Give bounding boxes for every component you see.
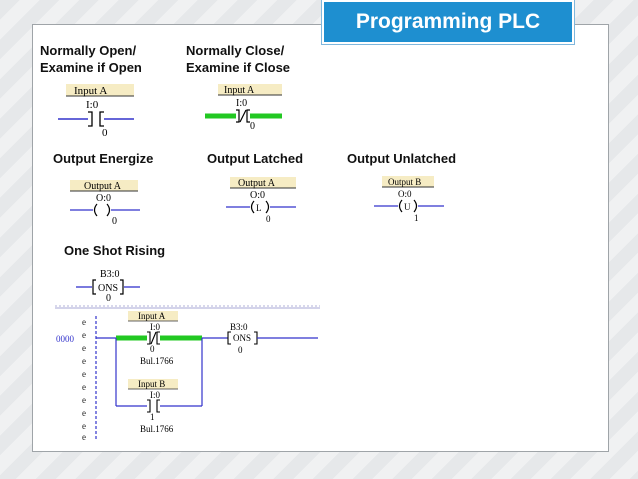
ons-example-bracket-left <box>92 279 96 295</box>
xic-address: I:0 <box>86 99 99 111</box>
rail-mark: e <box>82 421 86 431</box>
otu-coil-left <box>398 199 403 213</box>
rail-mark: e <box>82 408 86 418</box>
label-one-shot-rising: One Shot Rising <box>64 243 166 258</box>
otl-bit: 0 <box>266 214 271 224</box>
otu-tag: Output B <box>388 177 421 187</box>
ote-coil-right <box>106 203 111 217</box>
rung-number: 0000 <box>56 334 75 344</box>
rail-mark: e <box>82 395 86 405</box>
xio-contact-right <box>246 109 250 123</box>
slide-title: Programming PLC <box>322 0 574 44</box>
xic-instruction: Input A I:0 0 <box>58 84 134 139</box>
rail-mark: e <box>82 369 86 379</box>
xio-address: I:0 <box>236 98 247 109</box>
rail-mark: e <box>82 330 86 340</box>
rail-mark: e <box>82 356 86 366</box>
branch-bottom-contact-right <box>156 399 160 413</box>
rail-mark: e <box>82 317 86 327</box>
ons-example-bit: 0 <box>106 293 111 304</box>
xic-bit: 0 <box>102 127 108 139</box>
label-output-unlatched: Output Unlatched <box>347 151 457 166</box>
ons-example-instruction: B3:0 ONS 0 <box>76 269 140 304</box>
otl-tag: Output A <box>238 178 276 189</box>
ons-example-bracket-right <box>120 279 124 295</box>
rail-mark: e <box>82 382 86 392</box>
otl-instruction: Output A O:0 L 0 <box>226 177 296 224</box>
xio-instruction: Input A I:0 0 <box>205 84 282 132</box>
ons-example-address: B3:0 <box>100 269 119 280</box>
branch-top-module: Bul.1766 <box>140 356 174 366</box>
ons-bracket-right <box>254 331 258 345</box>
ons-mnemonic: ONS <box>233 333 251 343</box>
xio-contact-left <box>236 109 240 123</box>
otl-coil-left <box>250 200 255 214</box>
ote-tag-highlight <box>70 180 138 191</box>
rail-mark: e <box>82 432 86 442</box>
xic-contact-right <box>99 111 104 127</box>
ote-instruction: Output A O:0 0 <box>70 180 140 227</box>
label-normally-open-line2: Examine if Open <box>40 60 142 75</box>
ote-address: O:0 <box>96 193 111 204</box>
otl-symbol: L <box>256 203 262 213</box>
xic-contact-left <box>88 111 93 127</box>
otu-tag-highlight <box>382 176 434 187</box>
otu-coil-right <box>413 199 418 213</box>
ote-tag: Output A <box>84 181 122 192</box>
otu-address: O:0 <box>398 189 412 199</box>
branch-top-slash <box>150 331 157 345</box>
xio-slash <box>239 109 247 123</box>
xic-tag: Input A <box>74 85 107 97</box>
otu-bit: 1 <box>414 213 419 223</box>
label-normally-close-line2: Examine if Close <box>186 60 291 75</box>
otu-instruction: Output B O:0 U 1 <box>374 176 444 223</box>
label-output-energize: Output Energize <box>53 151 154 166</box>
ladder-rung: e e e e e e e e e e 0000 Input A I:0 0 B… <box>55 305 320 442</box>
rail-mark: e <box>82 343 86 353</box>
branch-bottom-module: Bul.1766 <box>140 424 174 434</box>
label-normally-open-line1: Normally Open/ <box>40 43 137 58</box>
xio-tag-highlight <box>218 84 282 95</box>
ons-address: B3:0 <box>230 322 248 332</box>
xic-tag-highlight <box>66 84 134 96</box>
branch-bottom-tag: Input B <box>138 379 165 389</box>
ote-coil-left <box>93 203 98 217</box>
otl-address: O:0 <box>250 190 265 201</box>
branch-top-contact-left <box>147 331 151 345</box>
otu-symbol: U <box>404 202 411 212</box>
branch-top-address: I:0 <box>150 322 160 332</box>
branch-top-bit: 0 <box>150 344 155 354</box>
label-normally-close-line1: Normally Close/ <box>186 43 285 58</box>
branch-top-tag: Input A <box>138 311 166 321</box>
otl-coil-right <box>265 200 270 214</box>
branch-top-tag-highlight <box>128 311 178 321</box>
xio-bit: 0 <box>250 121 255 132</box>
label-normally-open: Normally Open/ Examine if Open <box>40 42 142 76</box>
label-normally-close: Normally Close/ Examine if Close <box>186 42 290 76</box>
ons-bit: 0 <box>238 345 243 355</box>
branch-bottom-bit: 1 <box>150 412 155 422</box>
branch-top-contact-right <box>156 331 160 345</box>
ote-bit: 0 <box>112 216 117 227</box>
xio-tag: Input A <box>224 85 255 96</box>
ons-example-mnemonic: ONS <box>98 283 118 294</box>
ons-bracket-left <box>227 331 231 345</box>
otl-tag-highlight <box>230 177 296 188</box>
branch-bottom-tag-highlight <box>128 379 178 389</box>
label-output-latched: Output Latched <box>207 151 304 166</box>
branch-bottom-contact-left <box>147 399 151 413</box>
branch-bottom-address: I:0 <box>150 390 160 400</box>
